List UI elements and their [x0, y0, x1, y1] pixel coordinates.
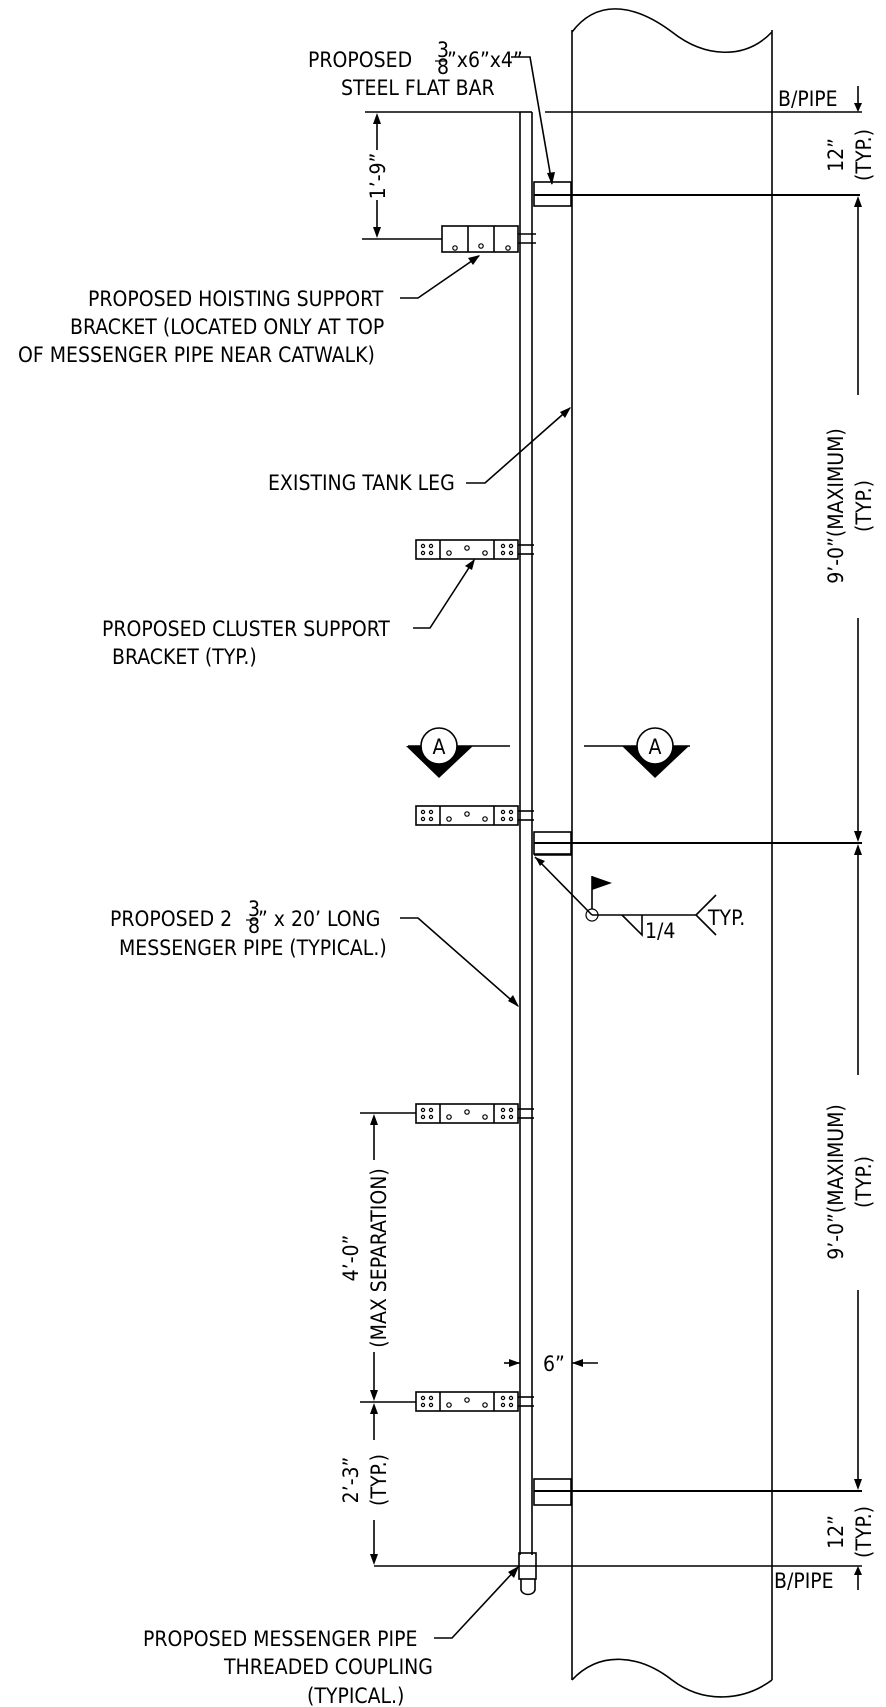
dim-span-lower-typ: (TYP.): [852, 1156, 876, 1208]
cluster-bracket-2: [415, 805, 535, 826]
flat-bar-middle: [533, 831, 862, 856]
dim-max-separation-note: (MAX SEPARATION): [367, 1168, 391, 1347]
dim-span-upper: 9’-0”(MAXIMUM) (TYP.): [824, 196, 876, 842]
callout-flat-bar: PROPOSED 3 8 ”x6”x4” STEEL FLAT BAR: [308, 38, 555, 185]
flat-bar-bottom: [533, 1478, 862, 1506]
callout-coupling: PROPOSED MESSENGER PIPE THREADED COUPLIN…: [143, 1566, 519, 1707]
callout-hoisting-bracket: PROPOSED HOISTING SUPPORT BRACKET (LOCAT…: [18, 255, 480, 367]
threaded-coupling: [518, 1552, 537, 1596]
hoist-label-1: PROPOSED HOISTING SUPPORT: [88, 287, 384, 311]
dim-bottom-bracket-typ: (TYP.): [367, 1454, 391, 1506]
section-label-right: A: [649, 735, 662, 759]
section-marker-left: A: [406, 727, 510, 778]
dim-span-lower: 9’-0”(MAXIMUM) (TYP.): [824, 844, 876, 1490]
weld-size-label: 1/4: [645, 919, 675, 943]
weld-typ-label: TYP.: [707, 906, 745, 930]
dim-hoist-offset: 1’-9”: [362, 111, 520, 240]
existing-tank-leg: [571, 8, 773, 1698]
cluster-bracket-1: [415, 539, 535, 560]
dim-pipe-offset-text: 6”: [543, 1352, 565, 1376]
dim-top-12-typ: (TYP.): [852, 129, 876, 181]
pipe-frac-den: 8: [248, 914, 260, 938]
coupling-label-2: THREADED COUPLING: [223, 1655, 433, 1679]
cluster-bracket-3: [415, 1103, 535, 1124]
hoist-label-2: BRACKET (LOCATED ONLY AT TOP: [70, 315, 384, 339]
cluster-bracket-4: [415, 1391, 535, 1412]
bpipe-bottom-line: B/PIPE: [374, 1565, 862, 1593]
callout-messenger-pipe: PROPOSED 2 3 8 ” x 20’ LONG MESSENGER PI…: [110, 897, 519, 1007]
bpipe-top-label: B/PIPE: [778, 87, 838, 111]
dim-hoist-offset-text: 1’-9”: [366, 153, 390, 200]
flat-bar-frac-den: 8: [437, 55, 449, 79]
cluster-label-1: PROPOSED CLUSTER SUPPORT: [102, 617, 390, 641]
messenger-pipe: [519, 111, 533, 1555]
pipe-label-1a: PROPOSED 2: [110, 907, 232, 931]
dim-bottom-bracket: 2’-3” (TYP.): [339, 1403, 391, 1565]
flat-bar-label-2: STEEL FLAT BAR: [341, 76, 495, 100]
dim-bottom-12: 12” (TYP.): [824, 1506, 876, 1558]
section-marker-right: A: [584, 727, 690, 778]
bpipe-bottom-label: B/PIPE: [774, 1569, 834, 1593]
dim-bottom-bracket-text: 2’-3”: [339, 1457, 363, 1504]
dim-bottom-12-typ: (TYP.): [852, 1506, 876, 1558]
hoisting-support-bracket: [441, 225, 536, 253]
dim-span-upper-text: 9’-0”(MAXIMUM): [824, 428, 848, 584]
dim-max-separation-text: 4’-0”: [339, 1235, 363, 1282]
hoist-label-3: OF MESSENGER PIPE NEAR CATWALK): [18, 343, 375, 367]
flat-bar-top: [533, 181, 860, 207]
dim-max-separation: 4’-0” (MAX SEPARATION): [339, 1112, 416, 1403]
flat-bar-label-1b: ”x6”x4”: [447, 48, 523, 72]
flat-bar-frac-num: 3: [437, 38, 449, 62]
coupling-label-3: (TYPICAL.): [307, 1684, 404, 1707]
dim-top-12: 12” (TYP.): [824, 129, 876, 181]
pipe-frac-num: 3: [248, 897, 260, 921]
dim-span-lower-text: 9’-0”(MAXIMUM): [824, 1104, 848, 1260]
cluster-label-2: BRACKET (TYP.): [112, 645, 257, 669]
coupling-label-1: PROPOSED MESSENGER PIPE: [143, 1627, 417, 1651]
dim-pipe-offset: 6”: [504, 1352, 598, 1376]
dim-top-12-text: 12”: [824, 138, 848, 172]
callout-cluster-bracket: PROPOSED CLUSTER SUPPORT BRACKET (TYP.): [102, 559, 475, 669]
dim-span-upper-typ: (TYP.): [852, 480, 876, 532]
pipe-label-2: MESSENGER PIPE (TYPICAL.): [119, 936, 387, 960]
pipe-label-1b: ” x 20’ LONG: [258, 907, 380, 931]
section-label-left: A: [433, 735, 446, 759]
weld-symbol: 1/4 TYP.: [534, 856, 745, 943]
flat-bar-label-1: PROPOSED: [308, 48, 412, 72]
bpipe-top-line: B/PIPE: [545, 86, 862, 113]
tank-leg-label: EXISTING TANK LEG: [268, 471, 455, 495]
dim-bottom-12-text: 12”: [824, 1515, 848, 1549]
callout-tank-leg: EXISTING TANK LEG: [268, 407, 571, 495]
